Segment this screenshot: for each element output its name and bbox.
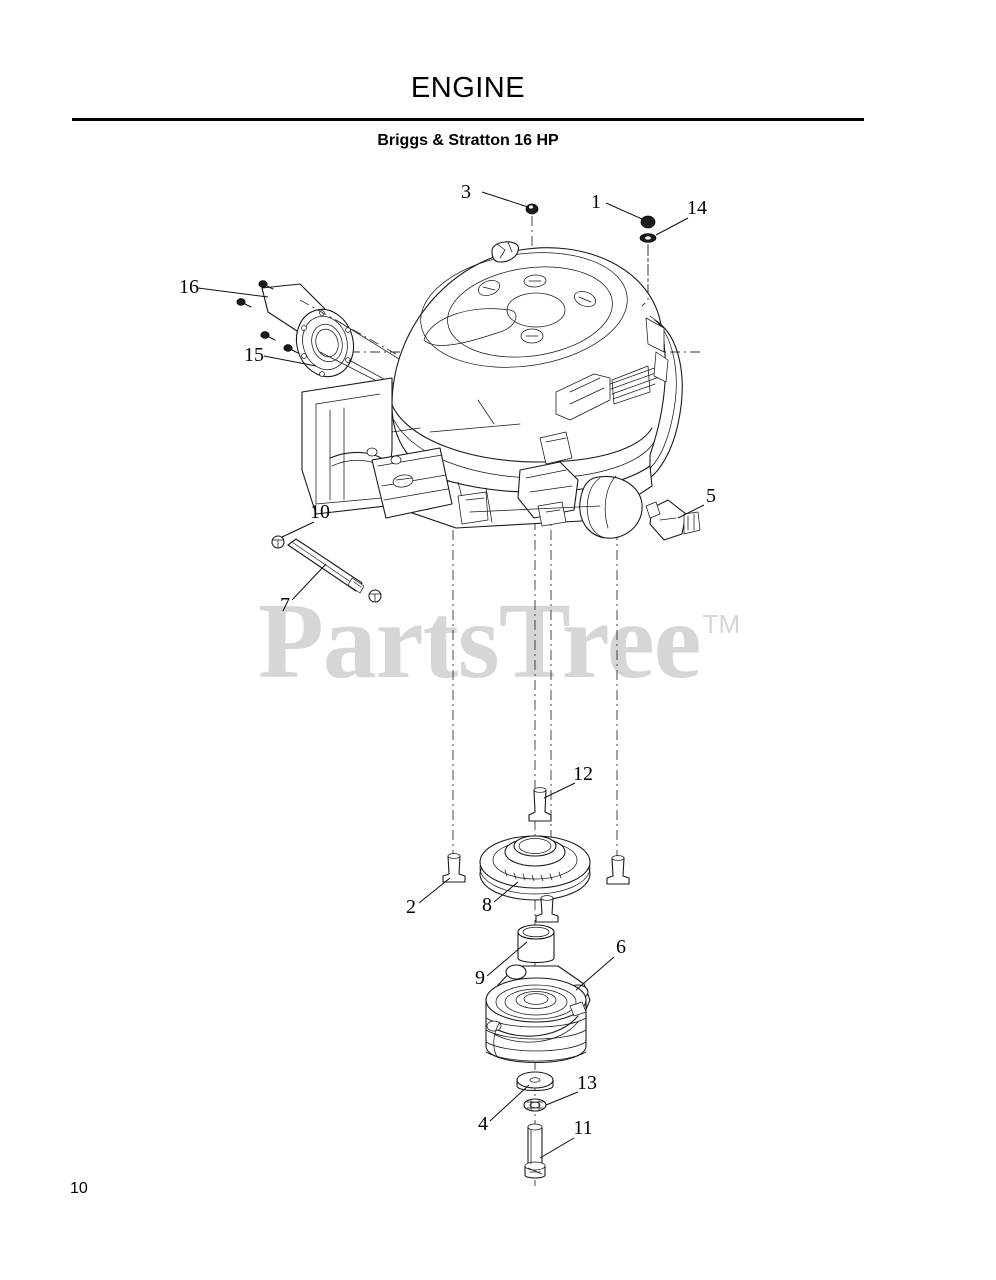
diagram-header: ENGINE Briggs & Stratton 16 HP [72,70,864,150]
air-cleaner-housing [301,377,393,515]
page-number: 10 [70,1180,88,1197]
callout-16: 16 [179,276,199,298]
nut-1 [640,215,656,229]
nut-3 [525,203,539,215]
muffler-bolt [258,280,274,290]
clutch-bolt-lower [535,895,559,923]
callout-11: 11 [573,1117,592,1139]
engine-body [301,241,683,539]
callout-14: 14 [687,197,707,219]
fuel-cap [491,241,519,263]
muffler-bolt [283,344,299,354]
rod-fastener [271,535,285,549]
callout-8: 8 [482,894,492,916]
callout-13: 13 [577,1072,597,1094]
callout-3: 3 [461,181,471,203]
page-subtitle: Briggs & Stratton 16 HP [377,132,559,149]
callout-5: 5 [706,485,716,507]
starter-motor [371,447,453,519]
callout-numbers: 3 1 14 16 15 10 5 7 12 2 8 6 9 13 4 11 [179,181,716,1139]
muffler-bolt [236,298,252,308]
engine-muffler-can [579,475,643,539]
muffler-assembly [236,280,461,405]
cooling-fins [609,365,663,400]
fuel-valve-fitting [645,499,701,541]
electric-clutch-assembly [485,964,591,1064]
rod-fastener [368,589,382,603]
callout-2: 2 [406,896,416,918]
callout-4: 4 [478,1113,488,1135]
engine-pulley [479,835,591,901]
pulley-bolt-12 [528,787,552,822]
page-title: ENGINE [410,72,526,104]
callout-6: 6 [616,936,626,958]
callout-15: 15 [244,344,264,366]
callout-9: 9 [475,967,485,989]
callout-12: 12 [573,763,593,785]
callout-1: 1 [591,191,601,213]
pulley-bolt-2 [442,853,466,883]
callout-7: 7 [280,594,290,616]
carburetor-assembly [517,431,579,527]
pulley-groove-hatch [504,869,562,882]
callout-leader-lines [197,191,705,1159]
washer-14 [639,233,657,243]
clutch-spacer [517,924,555,964]
title-divider [72,118,864,121]
flat-washer-4 [516,1071,554,1092]
lock-washer-13 [523,1098,547,1112]
pulley-bolt-right [606,855,630,885]
clutch-bolt-11 [524,1123,546,1179]
callout-10: 10 [310,501,330,523]
top-hardware [525,203,657,307]
muffler-bolt [260,331,276,341]
linkage-rod [287,538,365,594]
